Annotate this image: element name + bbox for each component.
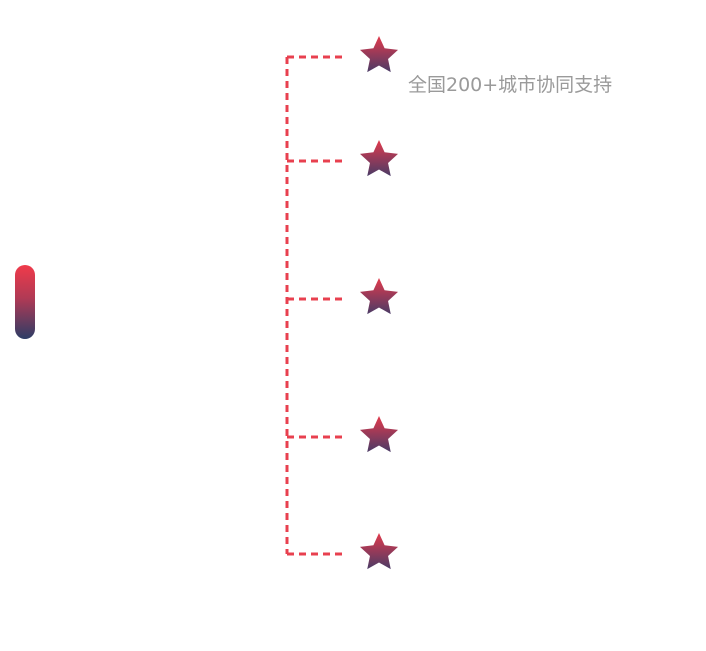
side-indicator-pill xyxy=(15,265,35,339)
star-icon xyxy=(359,278,399,315)
connector-branches xyxy=(287,55,346,556)
star-nodes xyxy=(359,36,399,570)
star-icon xyxy=(359,416,399,453)
caption-text: 全国200+城市协同支持 xyxy=(408,74,613,96)
star-icon xyxy=(359,140,399,177)
star-icon xyxy=(359,533,399,570)
star-icon xyxy=(359,36,399,73)
